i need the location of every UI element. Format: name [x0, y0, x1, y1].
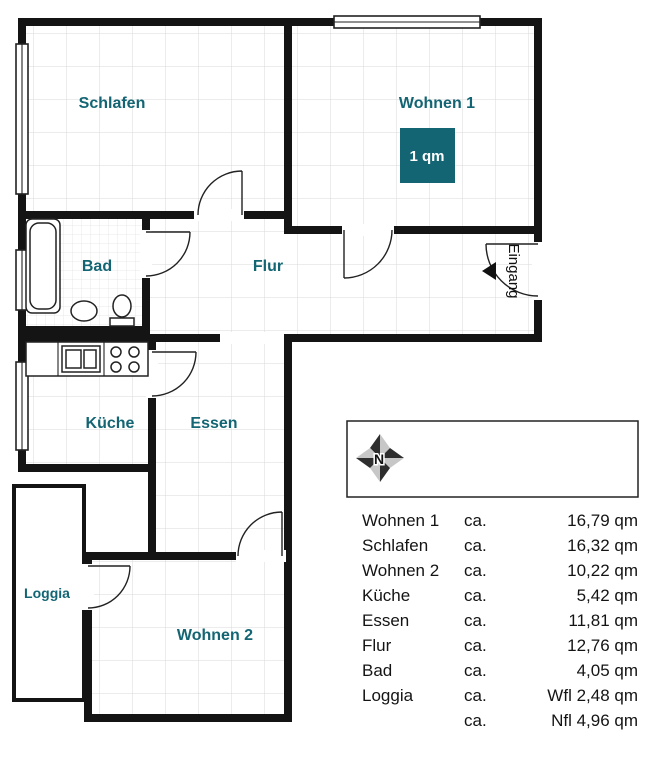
room-labels: Schlafen Wohnen 1 Bad Flur Küche Essen W… — [24, 95, 475, 644]
legend-area: Wfl 2,48 qm — [547, 685, 638, 705]
label-wohnen2: Wohnen 2 — [177, 627, 253, 644]
door-openings — [82, 209, 544, 610]
label-loggia: Loggia — [24, 585, 70, 601]
legend-room-name: Flur — [362, 635, 392, 655]
area-legend: Wohnen 1 ca. 16,79 qm Schlafen ca. 16,32… — [348, 508, 638, 733]
door-wohnen1 — [343, 229, 393, 279]
legend-box: N — [346, 420, 639, 498]
label-essen: Essen — [190, 415, 237, 432]
legend-row: Wohnen 2 ca. 10,22 qm — [348, 558, 638, 583]
north-compass-icon: N — [356, 434, 404, 482]
entrance-marker: Eingang — [482, 243, 522, 299]
scale-square — [400, 128, 455, 183]
windows — [15, 15, 481, 451]
label-flur: Flur — [253, 258, 283, 275]
legend-approx: ca. — [464, 660, 487, 680]
legend-area: 16,32 qm — [567, 535, 638, 555]
legend-approx: ca. — [464, 535, 487, 555]
legend-room-name: Küche — [362, 585, 411, 605]
label-schlafen: Schlafen — [79, 95, 146, 112]
legend-area: 11,81 qm — [568, 610, 638, 630]
legend-room-name: Schlafen — [362, 535, 429, 555]
kitchen-sink-icon — [61, 345, 101, 373]
legend-approx: ca. — [464, 685, 487, 705]
door-schlafen — [197, 170, 243, 216]
legend-row: Bad ca. 4,05 qm — [348, 658, 638, 683]
legend-approx: ca. — [464, 585, 487, 605]
legend-approx: ca. — [464, 610, 487, 630]
sink-icon — [70, 300, 98, 322]
legend-row: Wohnen 1 ca. 16,79 qm — [348, 508, 638, 533]
door-kueche — [151, 351, 197, 397]
legend-row: Loggia ca. Wfl 2,48 qm — [348, 683, 638, 708]
legend-area: 12,76 qm — [567, 635, 638, 655]
door-loggia — [87, 565, 131, 609]
scale-indicator: 1 qm — [400, 128, 455, 183]
legend-room-name: Bad — [362, 660, 393, 680]
legend-area: 5,42 qm — [576, 585, 638, 605]
legend-approx: ca. — [464, 560, 487, 580]
label-wohnen1: Wohnen 1 — [399, 95, 475, 112]
room-schlafen — [18, 18, 292, 219]
kitchen-fixtures — [25, 341, 149, 377]
legend-room-name: Wohnen 2 — [362, 560, 440, 580]
toilet-icon — [109, 294, 135, 327]
entrance-label: Eingang — [505, 243, 522, 298]
entrance-arrow-icon — [482, 262, 496, 280]
window-kueche — [15, 361, 29, 451]
north-label: N — [374, 451, 384, 467]
door-swings — [87, 170, 539, 609]
legend-area: 16,79 qm — [567, 510, 638, 530]
apartment-rooms — [12, 18, 542, 722]
window-schlafen — [15, 43, 29, 195]
room-wohnen1 — [284, 18, 542, 234]
room-essen — [148, 334, 292, 560]
legend-row: ca. Nfl 4,96 qm — [348, 708, 638, 733]
door-entrance — [485, 243, 539, 297]
window-wohnen1 — [333, 15, 481, 29]
label-bad: Bad — [82, 258, 112, 275]
legend-row: Flur ca. 12,76 qm — [348, 633, 638, 658]
stove-icon — [110, 346, 140, 373]
legend-row: Küche ca. 5,42 qm — [348, 583, 638, 608]
label-kueche: Küche — [86, 415, 135, 432]
legend-area: 4,05 qm — [576, 660, 638, 680]
legend-row: Schlafen ca. 16,32 qm — [348, 533, 638, 558]
bathroom-fixtures — [25, 218, 135, 327]
legend-room-name: Loggia — [362, 685, 414, 705]
legend-room-name: Wohnen 1 — [362, 510, 440, 530]
legend-approx: ca. — [464, 635, 487, 655]
legend-row: Essen ca. 11,81 qm — [348, 608, 638, 633]
room-wohnen2 — [84, 552, 292, 722]
scale-label: 1 qm — [409, 148, 444, 165]
legend-area: 10,22 qm — [567, 560, 638, 580]
legend-approx: ca. — [464, 510, 487, 530]
legend-approx: ca. — [464, 710, 487, 730]
legend-room-name: Essen — [362, 610, 410, 630]
door-bad — [145, 231, 191, 277]
door-wohnen2 — [237, 511, 283, 557]
legend-area: Nfl 4,96 qm — [551, 710, 638, 730]
room-loggia — [12, 484, 86, 702]
